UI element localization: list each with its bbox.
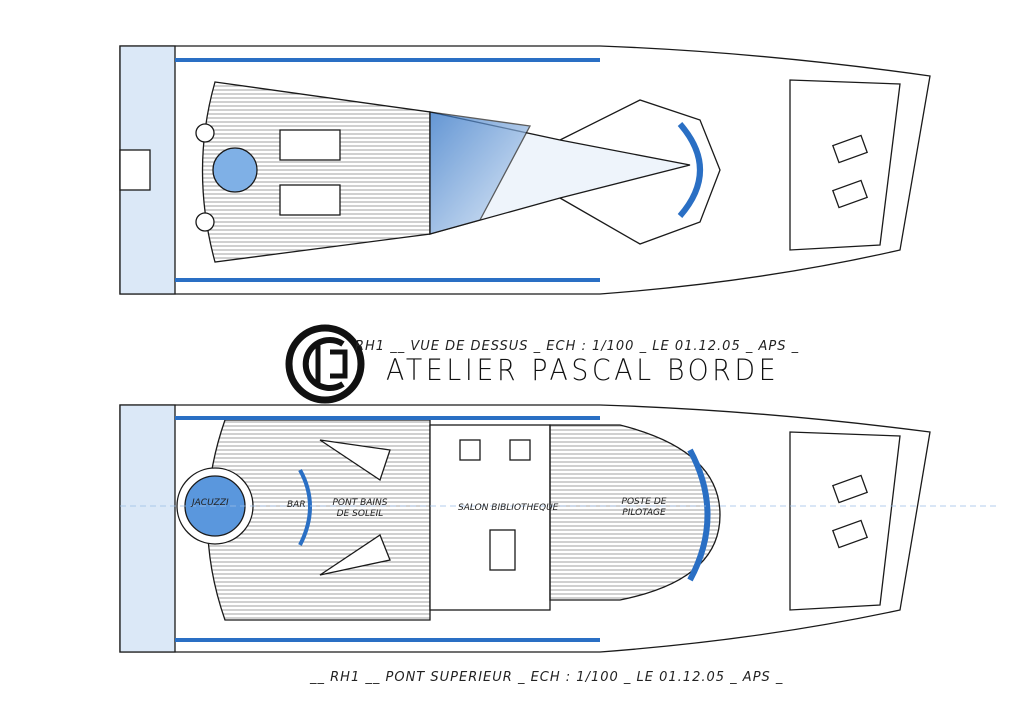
caption-author: APS [742,670,771,685]
upper-deck-caption: __ RH1 __ PONT SUPERIEUR _ ECH : 1/100 _… [310,670,784,685]
caption-author: APS [758,339,787,354]
caption-title: VUE DE DESSUS [410,339,529,354]
caption-scale: ECH : 1/100 [546,339,635,354]
caption-ref: RH1 [330,670,361,685]
label-helm: POSTE DE PILOTAGE [621,497,667,518]
label-jacuzzi: JACUZZI [192,498,229,508]
top-view-caption: RH1 __ VUE DE DESSUS _ ECH : 1/100 _ LE … [355,339,800,354]
label-sun-deck: PONT BAINS DE SOLEIL [332,498,388,519]
caption-title: PONT SUPERIEUR [385,670,513,685]
caption-date: LE 01.12.05 [636,670,726,685]
top-view-hull [119,45,931,295]
label-salon: SALON BIBLIOTHEQUE [458,503,559,513]
atelier-logo [285,324,365,404]
label-bar: BAR [287,500,306,510]
brand-name: ATELIER PASCAL BORDE [386,353,780,387]
upper-deck-hull [119,404,1000,653]
caption-ref: RH1 [355,339,386,354]
caption-scale: ECH : 1/100 [530,670,619,685]
caption-date: LE 01.12.05 [652,339,741,354]
